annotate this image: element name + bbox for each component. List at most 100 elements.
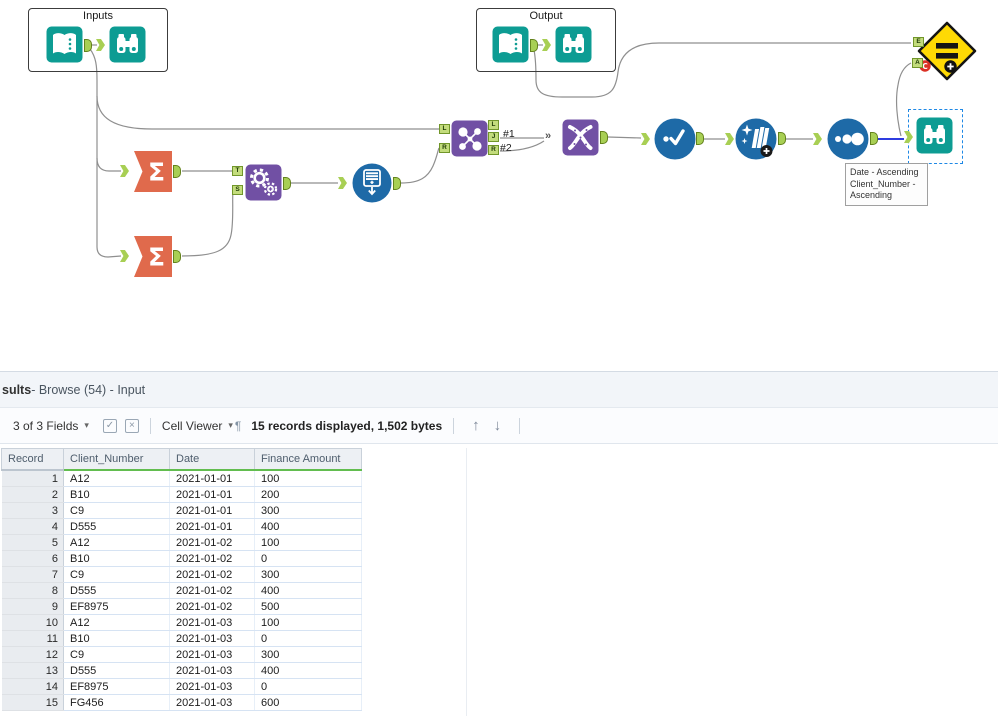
data-cell[interactable]: 300: [255, 567, 362, 583]
connection[interactable]: [608, 137, 641, 138]
data-cell[interactable]: 2021-01-02: [170, 583, 255, 599]
data-cell[interactable]: 2021-01-03: [170, 695, 255, 711]
data-cell[interactable]: 0: [255, 631, 362, 647]
data-cell[interactable]: B10: [64, 487, 170, 503]
table-row[interactable]: 10A122021-01-03100: [2, 615, 362, 631]
output-port[interactable]: [530, 39, 538, 52]
output-port[interactable]: [173, 165, 181, 178]
append-fields-tool[interactable]: [245, 164, 282, 206]
record-number-cell[interactable]: 7: [2, 567, 64, 583]
column-header[interactable]: Finance Amount: [255, 449, 362, 471]
select-all-checkbox-icon[interactable]: ✓: [103, 419, 117, 433]
join-output-port-r[interactable]: R: [488, 145, 499, 155]
output-port[interactable]: [84, 39, 92, 52]
join-output-port-l[interactable]: L: [488, 120, 499, 130]
table-row[interactable]: 13D5552021-01-03400: [2, 663, 362, 679]
data-cell[interactable]: 100: [255, 535, 362, 551]
data-cell[interactable]: 500: [255, 599, 362, 615]
data-cell[interactable]: 200: [255, 487, 362, 503]
record-number-cell[interactable]: 5: [2, 535, 64, 551]
data-cell[interactable]: EF8975: [64, 599, 170, 615]
connection[interactable]: [97, 158, 121, 171]
data-cell[interactable]: 100: [255, 470, 362, 487]
record-number-cell[interactable]: 3: [2, 503, 64, 519]
data-cell[interactable]: 100: [255, 615, 362, 631]
table-row[interactable]: 8D5552021-01-02400: [2, 583, 362, 599]
summarize-tool-1[interactable]: Σ: [134, 151, 172, 197]
data-cell[interactable]: FG456: [64, 695, 170, 711]
input-data-tool[interactable]: [492, 26, 529, 68]
sort-tool[interactable]: [827, 118, 869, 165]
browse-tool[interactable]: [555, 26, 592, 68]
data-cell[interactable]: 2021-01-02: [170, 567, 255, 583]
input-data-tool[interactable]: [46, 26, 83, 68]
column-header[interactable]: Date: [170, 449, 255, 471]
table-row[interactable]: 12C92021-01-03300: [2, 647, 362, 663]
test-tool[interactable]: C: [915, 19, 979, 88]
data-cell[interactable]: 2021-01-03: [170, 615, 255, 631]
output-port[interactable]: [173, 250, 181, 263]
record-number-cell[interactable]: 1: [2, 470, 64, 487]
column-header[interactable]: Record: [2, 449, 64, 471]
table-row[interactable]: 15FG4562021-01-03600: [2, 695, 362, 711]
append-input-port-t[interactable]: T: [232, 166, 243, 176]
data-cell[interactable]: 300: [255, 503, 362, 519]
data-cell[interactable]: A12: [64, 615, 170, 631]
cell-viewer-dropdown[interactable]: Cell Viewer ▾: [162, 419, 233, 433]
output-port[interactable]: [778, 132, 786, 145]
record-number-cell[interactable]: 13: [2, 663, 64, 679]
record-number-cell[interactable]: 14: [2, 679, 64, 695]
generate-rows-tool[interactable]: [352, 163, 392, 208]
data-cell[interactable]: 2021-01-02: [170, 599, 255, 615]
data-cell[interactable]: 300: [255, 647, 362, 663]
workflow-canvas[interactable]: Inputs Output: [0, 0, 998, 372]
table-row[interactable]: 11B102021-01-030: [2, 631, 362, 647]
connection[interactable]: [401, 148, 439, 183]
join-input-port-l[interactable]: L: [439, 124, 450, 134]
unique-tool[interactable]: [654, 118, 696, 165]
record-number-cell[interactable]: 6: [2, 551, 64, 567]
data-cell[interactable]: 2021-01-01: [170, 487, 255, 503]
table-row[interactable]: 4D5552021-01-01400: [2, 519, 362, 535]
table-row[interactable]: 7C92021-01-02300: [2, 567, 362, 583]
sort-annotation[interactable]: Date - Ascending Client_Number - Ascendi…: [845, 163, 928, 206]
data-cell[interactable]: C9: [64, 567, 170, 583]
data-cell[interactable]: C9: [64, 503, 170, 519]
join-tool[interactable]: [451, 120, 488, 162]
data-cell[interactable]: 2021-01-03: [170, 679, 255, 695]
test-input-port-e[interactable]: E: [913, 37, 924, 47]
summarize-tool-2[interactable]: Σ: [134, 236, 172, 282]
data-cell[interactable]: D555: [64, 583, 170, 599]
data-cell[interactable]: C9: [64, 647, 170, 663]
data-cell[interactable]: 2021-01-02: [170, 551, 255, 567]
output-port[interactable]: [393, 177, 401, 190]
data-cell[interactable]: EF8975: [64, 679, 170, 695]
data-cell[interactable]: 600: [255, 695, 362, 711]
browse-tool-selected[interactable]: [916, 117, 953, 159]
data-cell[interactable]: 400: [255, 583, 362, 599]
data-cell[interactable]: 2021-01-02: [170, 535, 255, 551]
record-number-cell[interactable]: 8: [2, 583, 64, 599]
column-header[interactable]: Client_Number: [64, 449, 170, 471]
scroll-up-button[interactable]: ↑: [472, 417, 480, 434]
output-port[interactable]: [870, 132, 878, 145]
join-output-port-j[interactable]: J: [488, 132, 499, 142]
data-cell[interactable]: 2021-01-03: [170, 663, 255, 679]
table-row[interactable]: 3C92021-01-01300: [2, 503, 362, 519]
output-port[interactable]: [600, 131, 608, 144]
join-input-port-r[interactable]: R: [439, 143, 450, 153]
output-port[interactable]: [696, 132, 704, 145]
union-tool[interactable]: [562, 119, 599, 161]
append-input-port-s[interactable]: S: [232, 185, 243, 195]
connection[interactable]: [90, 49, 121, 257]
data-cell[interactable]: 400: [255, 663, 362, 679]
data-cell[interactable]: 2021-01-01: [170, 519, 255, 535]
data-cell[interactable]: 0: [255, 679, 362, 695]
connection[interactable]: [182, 190, 233, 256]
record-number-cell[interactable]: 11: [2, 631, 64, 647]
data-cell[interactable]: 400: [255, 519, 362, 535]
table-row[interactable]: 6B102021-01-020: [2, 551, 362, 567]
browse-tool[interactable]: [109, 26, 146, 68]
data-cell[interactable]: 2021-01-03: [170, 647, 255, 663]
data-cell[interactable]: 2021-01-01: [170, 503, 255, 519]
